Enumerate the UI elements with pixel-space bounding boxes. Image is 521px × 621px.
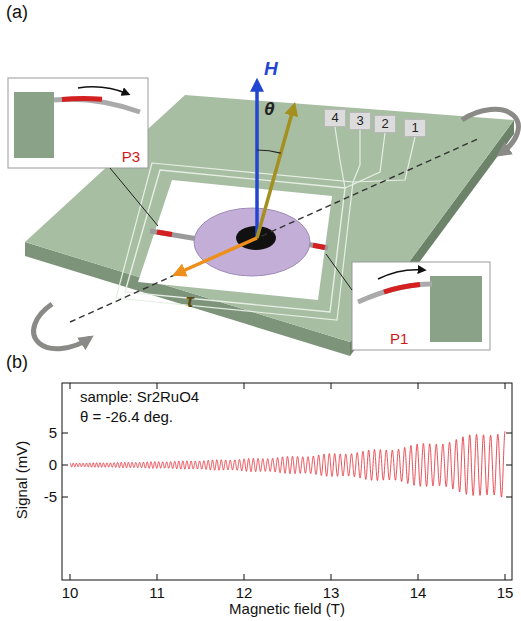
inset-beam <box>358 284 432 302</box>
panel-letter: (b) <box>6 352 28 373</box>
tick-label: -5 <box>44 488 57 505</box>
trace <box>335 127 345 188</box>
pad-number: 2 <box>381 117 388 132</box>
tick-label: 15 <box>497 584 514 601</box>
vector-symbol: τ <box>186 290 194 312</box>
axis-title: Signal (mV) <box>13 441 30 519</box>
tick-label: 13 <box>323 584 340 601</box>
normal-arrow <box>257 106 294 238</box>
axis-title: Magnetic field (T) <box>229 600 345 617</box>
pad-number: 4 <box>331 111 338 126</box>
plot-note: θ = -26.4 deg. <box>80 408 173 425</box>
inset <box>352 262 490 350</box>
tick-label: 11 <box>149 584 165 601</box>
inset-box: P1 <box>352 262 490 350</box>
piezo <box>313 245 325 247</box>
hinge <box>150 231 198 239</box>
tick-label: 0 <box>49 456 57 473</box>
tick-marks <box>62 383 512 580</box>
bend-arrow <box>78 87 128 94</box>
inset-frame <box>430 276 482 342</box>
tick-label: 5 <box>49 424 57 441</box>
window <box>138 180 332 300</box>
tick-label: 10 <box>62 584 79 601</box>
contact-pad: 4 <box>324 109 346 127</box>
plot-note: sample: Sr2RuO4 <box>80 388 199 405</box>
tick-label: 12 <box>236 584 253 601</box>
contact-pad: 3 <box>349 112 371 130</box>
inset-box: P3 <box>8 78 148 168</box>
plot-frame <box>62 383 512 580</box>
inset-piezo <box>384 285 420 293</box>
inset-beam <box>54 99 140 112</box>
inset-label: P3 <box>122 148 140 165</box>
contact-pad: 2 <box>374 115 396 133</box>
angle-symbol: θ <box>264 98 275 120</box>
tick-label: 14 <box>410 584 427 601</box>
inset-frame <box>14 92 54 158</box>
signal-trace <box>70 431 505 497</box>
pad-number: 3 <box>356 114 363 129</box>
torque-arrow <box>176 238 257 274</box>
leader-line <box>110 168 158 226</box>
trace <box>353 137 415 182</box>
angle-arc <box>257 150 281 153</box>
contact-pad: 1 <box>404 119 426 137</box>
vector-symbol: H <box>264 58 278 80</box>
pad-number: 1 <box>411 121 418 136</box>
trace <box>116 163 353 320</box>
trace <box>345 133 385 188</box>
piezo <box>157 232 172 235</box>
inset-label: P1 <box>390 330 408 347</box>
trace <box>125 170 345 312</box>
trace <box>353 130 360 182</box>
bend-arrow <box>378 270 424 279</box>
rotation-arrow <box>462 109 518 154</box>
panel-letter: (a) <box>6 2 28 23</box>
rotation-arrow <box>34 304 90 349</box>
field-arrow <box>255 82 259 238</box>
inset <box>8 78 148 168</box>
leader-line <box>326 254 352 290</box>
inset-piezo <box>62 96 102 102</box>
